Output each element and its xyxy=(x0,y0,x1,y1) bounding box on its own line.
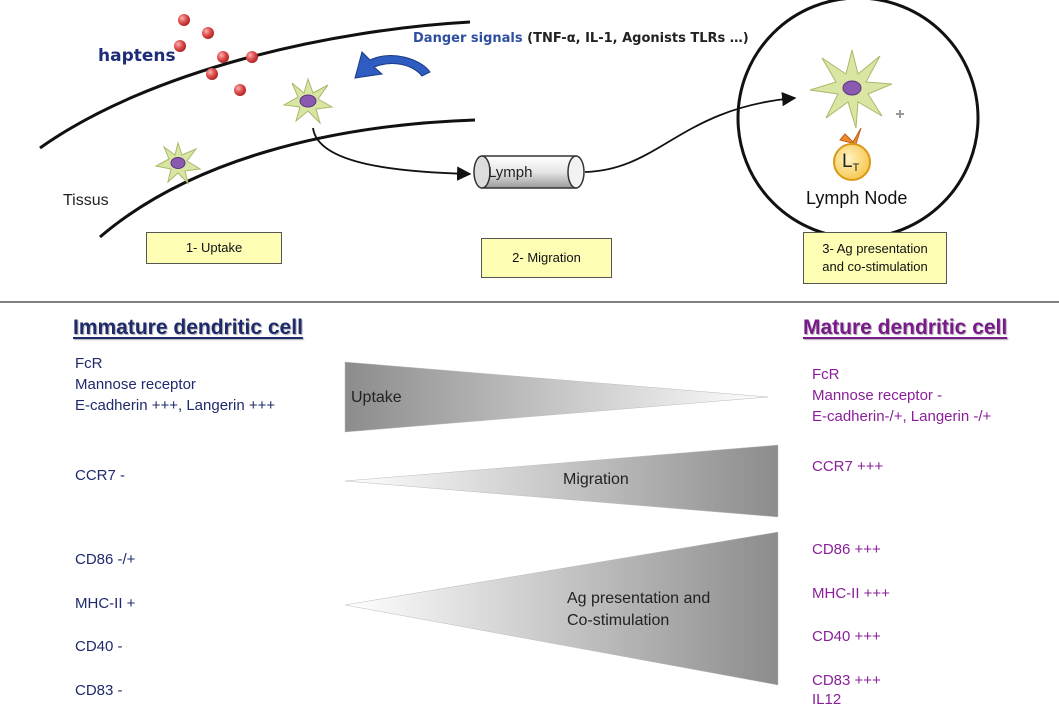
danger-signals-lead: Danger signals xyxy=(413,31,523,46)
tissue-label: Tissus xyxy=(63,192,109,209)
dendritic-cell-tissue-lower xyxy=(154,141,202,185)
ag-presentation-triangle-label: Ag presentation and Co-stimulation xyxy=(567,588,710,632)
mature-mannose: Mannose receptor - xyxy=(812,387,943,404)
immature-fcr: FcR xyxy=(75,355,103,372)
hapten-dot xyxy=(217,51,229,63)
uptake-triangle xyxy=(344,361,769,433)
lt-subscript: T xyxy=(852,162,860,174)
migration-triangle xyxy=(344,444,779,518)
danger-signal-arrow xyxy=(354,51,431,79)
immature-ccr7: CCR7 - xyxy=(75,467,126,484)
immature-mhc: MHC-II + xyxy=(75,595,136,612)
immature-cell-heading: Immature dendritic cell xyxy=(73,316,303,339)
hapten-dot xyxy=(202,27,214,39)
step-presentation-line2: and co-stimulation xyxy=(822,259,928,274)
mature-ccr7: CCR7 +++ xyxy=(812,458,884,475)
mature-cd86: CD86 +++ xyxy=(812,541,881,558)
hapten-dot xyxy=(178,14,190,26)
immature-cd40: CD40 - xyxy=(75,638,123,655)
mature-cd40: CD40 +++ xyxy=(812,628,881,645)
uptake-triangle-label: Uptake xyxy=(351,389,402,406)
immature-ecadherin: E-cadherin +++, Langerin +++ xyxy=(75,397,276,414)
tissue-boundary-upper xyxy=(39,20,471,150)
mature-cd83: CD83 +++ xyxy=(812,672,881,689)
immature-cd86: CD86 -/+ xyxy=(75,551,136,568)
mature-dendritic-cell xyxy=(809,49,904,129)
haptens-label: haptens xyxy=(98,46,176,66)
step-presentation-box: 3- Ag presentation and co-stimulation xyxy=(803,232,947,284)
hapten-dot xyxy=(246,51,258,63)
mature-mhc: MHC-II +++ xyxy=(812,585,890,602)
migration-path xyxy=(312,127,472,181)
tissue-boundary-lower xyxy=(99,118,476,239)
danger-signals-label: Danger signals (TNF-α, IL-1, Agonists TL… xyxy=(413,31,749,46)
hapten-dots xyxy=(174,14,258,96)
mature-ecadherin: E-cadherin-/+, Langerin -/+ xyxy=(812,408,992,425)
lymph-label: Lymph xyxy=(488,164,533,181)
step-uptake-label: 1- Uptake xyxy=(185,240,243,255)
ag-presentation-triangle xyxy=(344,531,779,686)
migration-triangle-label: Migration xyxy=(563,471,629,488)
hapten-dot xyxy=(206,68,218,80)
lymph-node-label: Lymph Node xyxy=(806,188,908,208)
t-lymphocyte xyxy=(833,127,871,181)
mature-cell-heading: Mature dendritic cell xyxy=(803,316,1008,339)
step-migration-box: 2- Migration xyxy=(481,238,612,278)
step-uptake-box: 1- Uptake xyxy=(146,232,282,264)
step-presentation-line1: 3- Ag presentation xyxy=(822,241,928,256)
dendritic-cell-tissue-upper xyxy=(282,77,334,125)
immature-cd83: CD83 - xyxy=(75,682,123,699)
danger-signals-detail: (TNF-α, IL-1, Agonists TLRs …) xyxy=(522,31,749,46)
lt-label: LT xyxy=(842,151,859,174)
immature-mannose: Mannose receptor xyxy=(75,376,196,393)
lt-letter: L xyxy=(842,151,853,172)
hapten-dot xyxy=(174,40,186,52)
ag-presentation-line1: Ag presentation and xyxy=(567,590,711,607)
mature-fcr: FcR xyxy=(812,366,840,383)
hapten-dot xyxy=(234,84,246,96)
lymph-vessel xyxy=(473,155,585,189)
step-migration-label: 2- Migration xyxy=(512,250,581,265)
ag-presentation-line2: Co-stimulation xyxy=(567,612,670,629)
mature-il12: IL12 xyxy=(812,691,842,708)
lymph-to-node-path xyxy=(584,91,797,173)
